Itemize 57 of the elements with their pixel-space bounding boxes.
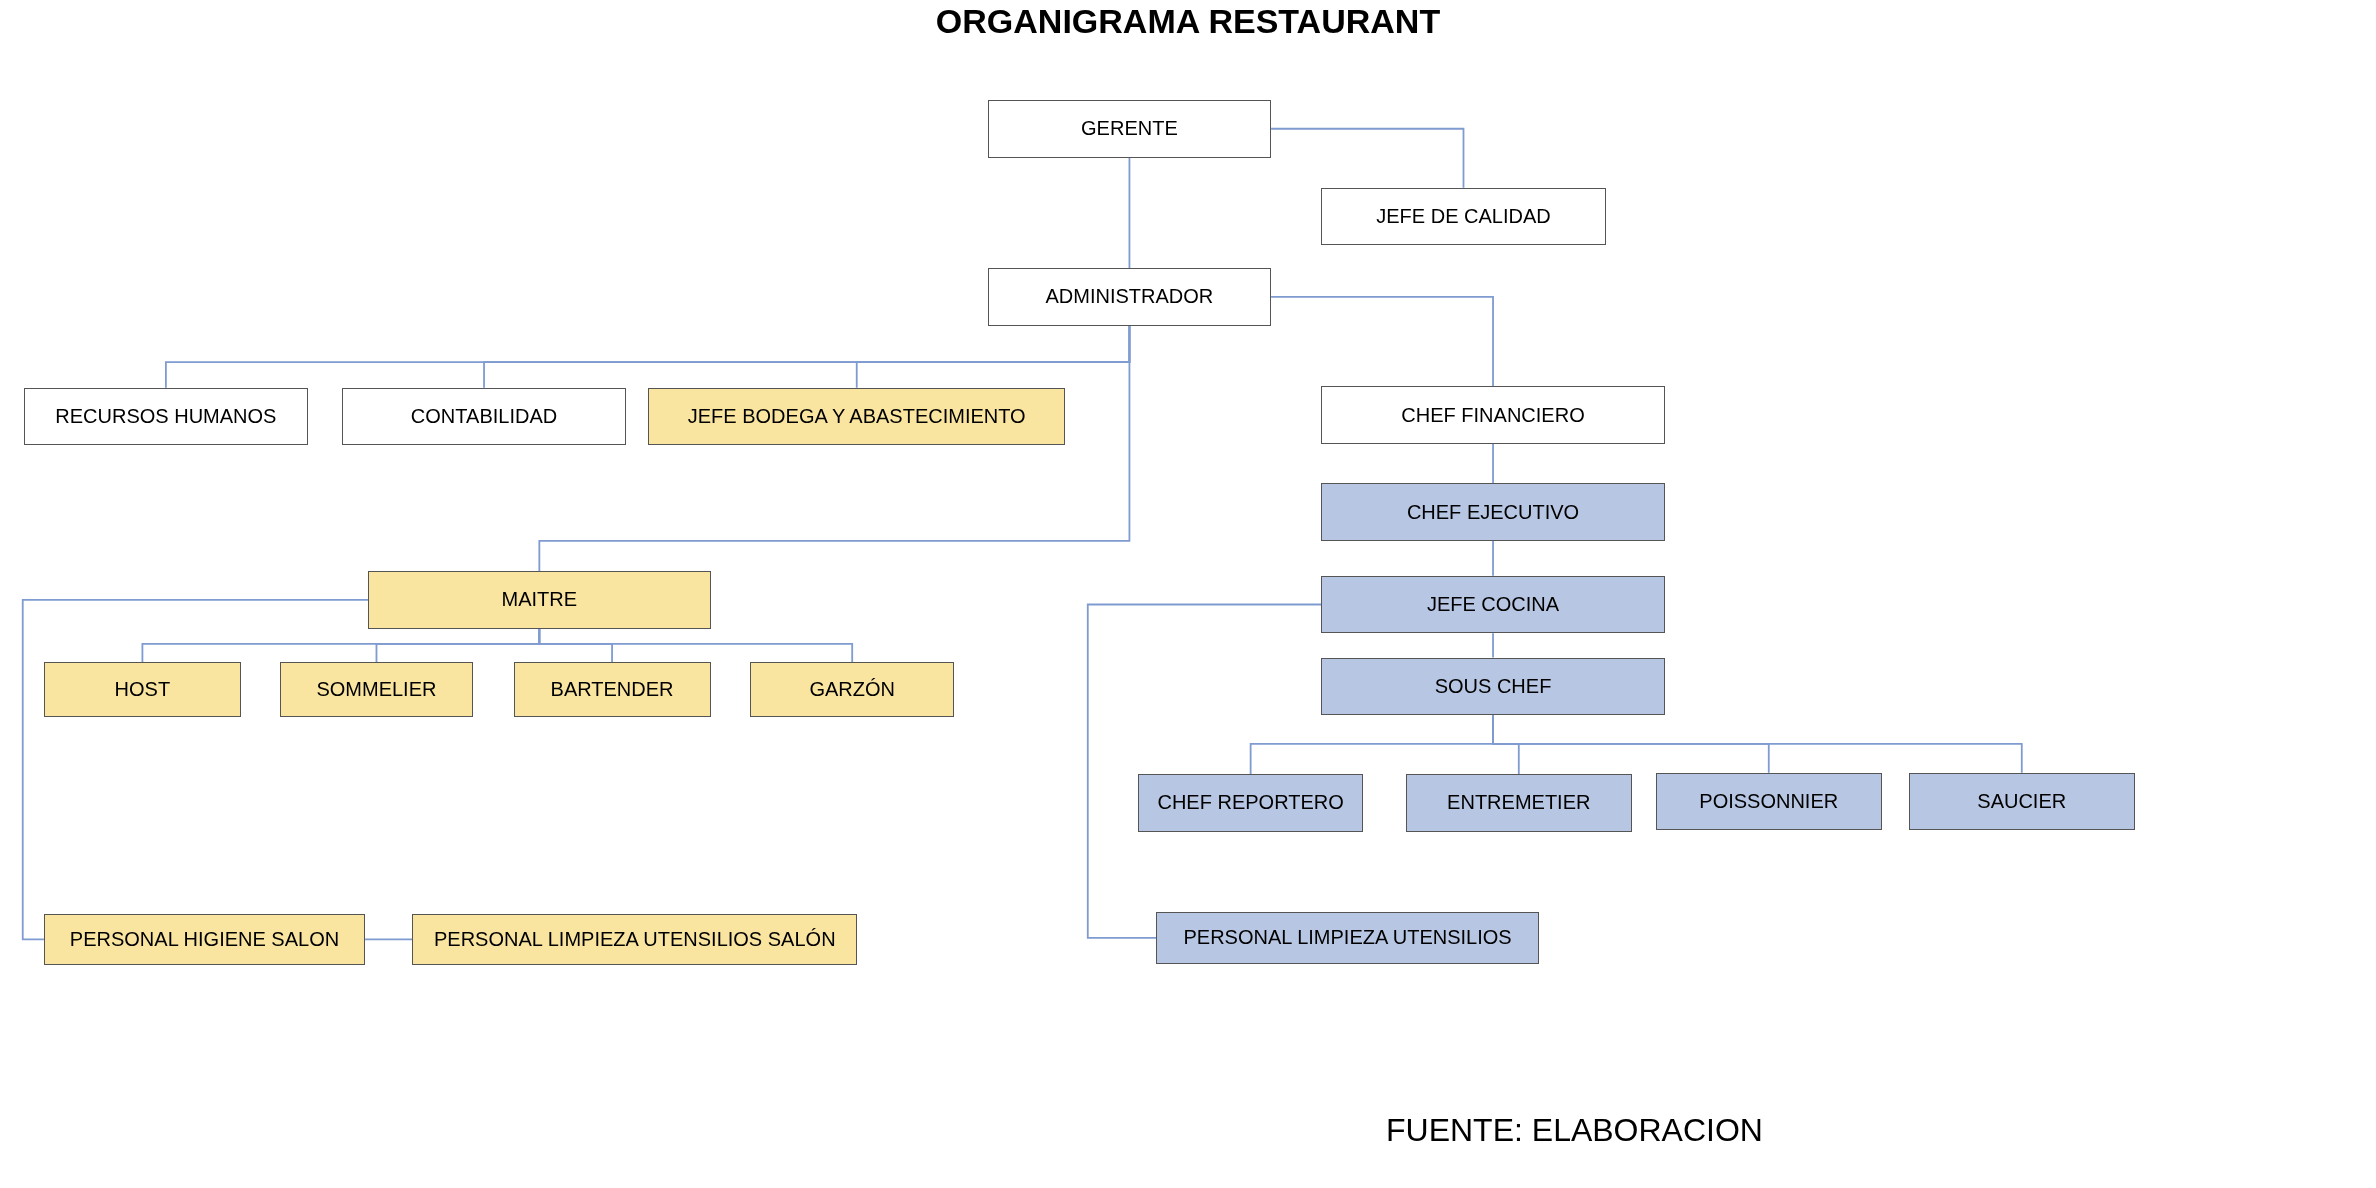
position-title: SOMMELIER — [316, 677, 437, 701]
position-title: SOUS CHEF — [1434, 674, 1552, 698]
position-title: JEFE BODEGA Y ABASTECIMIENTO — [687, 405, 1026, 429]
position-box — [987, 268, 1272, 326]
connector-line — [1492, 443, 1494, 485]
position-title: RECURSOS HUMANOS — [55, 405, 277, 429]
position-title: PERSONAL LIMPIEZA UTENSILIOS — [1183, 926, 1512, 950]
connector-line — [1270, 127, 1465, 189]
position-box — [1137, 774, 1364, 832]
position-title: BARTENDER — [550, 677, 674, 701]
position-title: CHEF FINANCIERO — [1401, 403, 1585, 427]
position-title: CHEF EJECUTIVO — [1406, 500, 1580, 524]
connector-line — [364, 938, 413, 941]
position-title: MAITRE — [501, 588, 578, 612]
position-title: GERENTE — [1081, 117, 1178, 141]
connector-line — [1086, 603, 1322, 939]
position-box — [648, 387, 1066, 446]
position-title: PERSONAL HIGIENE SALON — [69, 927, 340, 951]
position-box — [1321, 386, 1665, 444]
position-title: PERSONAL LIMPIEZA UTENSILIOS SALÓN — [433, 927, 836, 951]
position-title: CONTABILIDAD — [410, 405, 558, 429]
position-title: GARZÓN — [809, 677, 895, 701]
position-title: JEFE DE CALIDAD — [1376, 205, 1551, 229]
position-box — [280, 662, 473, 717]
source-note: FUENTE: ELABORACION — [1386, 1112, 1763, 1149]
position-box — [1321, 483, 1665, 541]
position-box — [1321, 575, 1665, 634]
position-box — [1321, 657, 1665, 716]
connector-line — [1270, 296, 1494, 388]
position-box — [24, 387, 308, 446]
position-box — [1405, 774, 1632, 832]
position-title: ENTREMETIER — [1447, 791, 1591, 815]
position-box — [513, 662, 711, 717]
connector-line — [538, 324, 1131, 573]
connector-line — [1492, 632, 1494, 659]
connector-line — [538, 627, 854, 663]
position-title: SAUCIER — [1977, 789, 2067, 813]
position-box — [1321, 187, 1606, 246]
position-box — [1908, 772, 2135, 831]
position-title: ADMINISTRADOR — [1045, 285, 1214, 309]
position-box — [1155, 912, 1540, 964]
position-box — [749, 662, 955, 717]
position-title: POISSONNIER — [1699, 789, 1839, 813]
position-box — [987, 100, 1272, 158]
position-title: CHEF REPORTERO — [1157, 791, 1344, 815]
position-title: HOST — [114, 677, 171, 701]
position-box — [412, 913, 858, 966]
connector-line — [21, 599, 370, 941]
connector-line — [1128, 156, 1131, 270]
position-box — [368, 571, 711, 629]
position-box — [342, 387, 626, 446]
position-box — [43, 913, 366, 966]
position-box — [43, 662, 241, 717]
connector-line — [1492, 539, 1494, 577]
chart-title: ORGANIGRAMA RESTAURANT — [934, 2, 1442, 41]
position-title: JEFE COCINA — [1426, 592, 1560, 616]
position-box — [1655, 772, 1882, 831]
